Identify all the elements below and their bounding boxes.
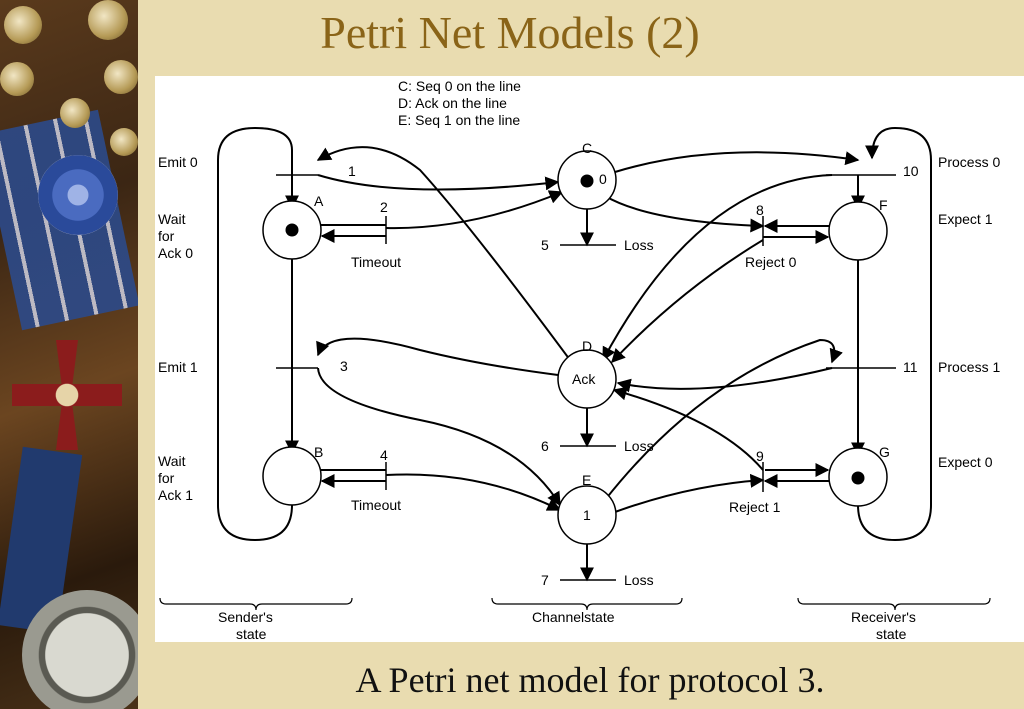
transition-2-label: 2: [380, 199, 388, 215]
petri-net-diagram: C: Seq 0 on the line D: Ack on the line …: [155, 76, 1024, 642]
slide-caption: A Petri net model for protocol 3.: [355, 660, 825, 700]
place-f-label: F: [879, 197, 888, 213]
transition-5-label: 5: [541, 237, 549, 253]
place-e-label: E: [582, 472, 591, 488]
transition-6-label: 6: [541, 438, 549, 454]
label-wait0-line2: for: [158, 228, 175, 244]
timeout-a-label: Timeout: [351, 254, 401, 270]
reject0-label: Reject 0: [745, 254, 797, 270]
place-b: [262, 446, 322, 506]
place-a-label: A: [314, 193, 324, 209]
transition-4-label: 4: [380, 447, 388, 463]
sender-loop-arc: [217, 126, 293, 542]
place-c-inner: 0: [599, 171, 607, 187]
place-e-inner: 1: [583, 507, 591, 523]
sender-label-line2: state: [236, 626, 267, 642]
place-d-inner: Ack: [572, 371, 596, 387]
sender-brace: [159, 597, 353, 611]
transition-8-label: 8: [756, 202, 764, 218]
place-g-label: G: [879, 444, 890, 460]
transition-1-label: 1: [348, 163, 356, 179]
channel-brace: [491, 597, 683, 611]
label-emit1: Emit 1: [158, 359, 198, 375]
label-process1: Process 1: [938, 359, 1000, 375]
slide-title: Petri Net Models (2): [320, 7, 700, 58]
transition-10-label: 10: [903, 163, 919, 179]
legend-line-e: E: Seq 1 on the line: [398, 112, 520, 128]
receiver-brace: [797, 597, 991, 611]
label-process0: Process 0: [938, 154, 1000, 170]
place-g-token: [851, 471, 865, 485]
timeout-b-label: Timeout: [351, 497, 401, 513]
loss5-label: Loss: [624, 237, 654, 253]
decorative-medal-image: [0, 0, 138, 709]
place-d: [557, 349, 617, 409]
place-c-token: [580, 174, 594, 188]
receiver-loop-arc: [857, 126, 932, 542]
place-d-label: D: [582, 338, 592, 354]
place-c-label: C: [582, 140, 592, 156]
label-wait0-line1: Wait: [158, 211, 186, 227]
receiver-label-line1: Receiver's: [851, 609, 916, 625]
loss7-label: Loss: [624, 572, 654, 588]
label-emit0: Emit 0: [158, 154, 198, 170]
transition-9-label: 9: [756, 448, 764, 464]
transition-11-label: 11: [903, 359, 918, 375]
place-b-label: B: [314, 444, 323, 460]
receiver-label-line2: state: [876, 626, 907, 642]
loss6-label: Loss: [624, 438, 654, 454]
channel-label: Channelstate: [532, 609, 615, 625]
sender-label-line1: Sender's: [218, 609, 273, 625]
legend-line-c: C: Seq 0 on the line: [398, 78, 521, 94]
label-wait1-line2: for: [158, 470, 175, 486]
petri-net-svg: C: Seq 0 on the line D: Ack on the line …: [158, 78, 1000, 642]
label-expect1: Expect 1: [938, 211, 993, 227]
transition-7-label: 7: [541, 572, 549, 588]
place-a-token: [285, 223, 299, 237]
label-wait1-line1: Wait: [158, 453, 186, 469]
place-f: [828, 201, 888, 261]
place-e: [557, 485, 617, 545]
label-wait0-line3: Ack 0: [158, 245, 193, 261]
transition-3-label: 3: [340, 358, 348, 374]
label-expect0: Expect 0: [938, 454, 993, 470]
legend-line-d: D: Ack on the line: [398, 95, 507, 111]
reject1-label: Reject 1: [729, 499, 781, 515]
label-wait1-line3: Ack 1: [158, 487, 193, 503]
